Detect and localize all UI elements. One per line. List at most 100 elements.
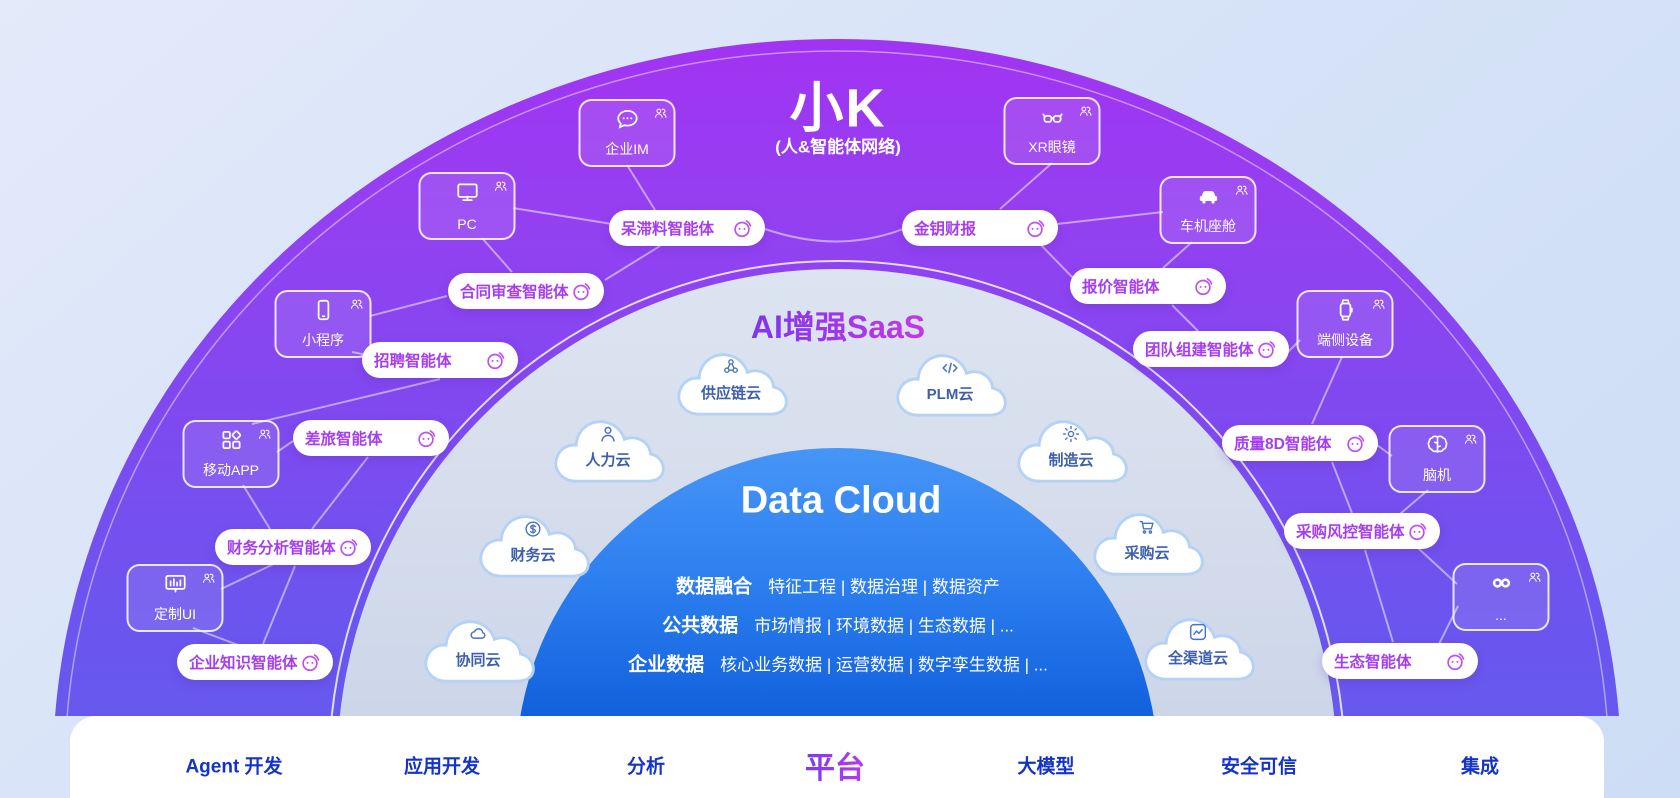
device-card-car-cockpit: 车机座舱 bbox=[1159, 176, 1257, 244]
agent-pill-stale-material: 呆滞料智能体 bbox=[609, 210, 765, 246]
platform-bar: Agent 开发 应用开发 分析 平台 大模型 安全可信 集成 bbox=[70, 716, 1604, 798]
agent-pill-business-travel: 差旅智能体 bbox=[293, 420, 449, 456]
people-icon bbox=[493, 178, 509, 194]
agent-label: 团队组建智能体 bbox=[1145, 342, 1254, 359]
phone-icon bbox=[310, 297, 336, 323]
agent-label: 呆滞料智能体 bbox=[621, 221, 715, 238]
device-card-xr-glasses: XR眼镜 bbox=[1003, 97, 1101, 165]
people-icon bbox=[349, 296, 365, 312]
agent-smiley-icon bbox=[1255, 338, 1277, 360]
platform-item-agent-dev: Agent 开发 bbox=[185, 756, 283, 778]
agent-pill-enterprise-knowledge: 企业知识智能体 bbox=[177, 644, 333, 680]
agent-pill-golden-key-report: 金钥财报 bbox=[902, 210, 1058, 246]
cloud-shape bbox=[424, 620, 535, 683]
agent-smiley-icon bbox=[415, 427, 437, 449]
data-row-label: 数据融合 bbox=[676, 576, 753, 598]
agent-label: 财务分析智能体 bbox=[227, 540, 336, 557]
code-icon bbox=[939, 357, 961, 379]
device-label: ... bbox=[1495, 607, 1507, 623]
platform-item-analytics: 分析 bbox=[626, 756, 666, 778]
cloud-label: 协同云 bbox=[455, 652, 501, 669]
device-card-mini-program: 小程序 bbox=[274, 290, 372, 358]
smartwatch-icon bbox=[1332, 297, 1358, 323]
data-row-label: 企业数据 bbox=[628, 654, 705, 676]
cloud-hr: 人力云 bbox=[550, 411, 666, 489]
people-icon bbox=[1234, 182, 1250, 198]
device-label: 车机座舱 bbox=[1180, 218, 1236, 234]
agent-smiley-icon bbox=[570, 280, 592, 302]
cloud-shape bbox=[677, 353, 788, 416]
platform-item-platform: 平台 bbox=[805, 743, 865, 787]
agent-label: 差旅智能体 bbox=[305, 431, 383, 448]
device-label: 移动APP bbox=[202, 462, 259, 478]
network-title: 小K bbox=[789, 78, 887, 139]
person-icon bbox=[597, 423, 619, 445]
agent-label: 招聘智能体 bbox=[374, 353, 452, 370]
agent-label: 质量8D智能体 bbox=[1234, 436, 1332, 453]
cloud-shape bbox=[1017, 420, 1128, 483]
agent-smiley-icon bbox=[1444, 650, 1466, 672]
agent-pill-contract-review: 合同审查智能体 bbox=[448, 273, 604, 309]
cloud-label: 全渠道云 bbox=[1167, 650, 1228, 667]
cloud-shape bbox=[1093, 513, 1204, 576]
brain-icon bbox=[1424, 432, 1450, 458]
data-row-enterprise: 企业数据核心业务数据 | 运营数据 | 数字孪生数据 | ... bbox=[628, 650, 1048, 677]
data-row-label: 公共数据 bbox=[662, 615, 739, 637]
agent-pill-team-building: 团队组建智能体 bbox=[1133, 331, 1289, 367]
chat-icon bbox=[614, 106, 640, 132]
cloud-plm: PLM云 bbox=[892, 345, 1008, 423]
agent-pill-quality-8d: 质量8D智能体 bbox=[1222, 425, 1378, 461]
device-card-brain-computer: 脑机 bbox=[1388, 425, 1486, 493]
cloud-shape bbox=[896, 354, 1007, 417]
cloud-label: 供应链云 bbox=[700, 385, 761, 402]
arch-area: 小K (人&智能体网络) AI增强SaaS Data Cloud 数据融合特征工… bbox=[0, 0, 1680, 716]
agent-smiley-icon bbox=[1192, 275, 1214, 297]
people-icon bbox=[1371, 296, 1387, 312]
bar-chart-icon bbox=[162, 571, 188, 597]
device-label: 端侧设备 bbox=[1317, 332, 1373, 348]
agent-pill-financial-analysis: 财务分析智能体 bbox=[215, 529, 371, 565]
data-row-items: 特征工程 | 数据治理 | 数据资产 bbox=[768, 577, 1000, 597]
saas-ring-title: AI增强SaaS bbox=[751, 302, 925, 348]
people-icon bbox=[257, 426, 273, 442]
agent-smiley-icon bbox=[1406, 520, 1428, 542]
device-card-more: ... bbox=[1452, 563, 1550, 631]
agent-smiley-icon bbox=[484, 349, 506, 371]
gear-icon bbox=[1060, 423, 1082, 445]
agent-label: 企业知识智能体 bbox=[189, 655, 298, 672]
trend-chart-icon bbox=[1187, 621, 1209, 643]
monitor-icon bbox=[454, 179, 480, 205]
cloud-shape bbox=[554, 420, 665, 483]
agent-label: 采购风控智能体 bbox=[1296, 524, 1405, 541]
network-nodes-icon bbox=[720, 356, 742, 378]
data-row-items: 核心业务数据 | 运营数据 | 数字孪生数据 | ... bbox=[720, 655, 1048, 675]
device-card-edge-device: 端侧设备 bbox=[1296, 290, 1394, 358]
agent-label: 金钥财报 bbox=[914, 221, 977, 238]
cloud-supply-chain: 供应链云 bbox=[673, 344, 789, 422]
connector-lines bbox=[0, 0, 1680, 716]
device-label: PC bbox=[457, 216, 477, 232]
cloud-collaboration: 协同云 bbox=[420, 611, 536, 689]
platform-item-integration: 集成 bbox=[1460, 756, 1500, 778]
data-cloud-title: Data Cloud bbox=[740, 479, 942, 522]
agent-pill-recruiting: 招聘智能体 bbox=[362, 342, 518, 378]
agent-smiley-icon bbox=[1344, 432, 1366, 454]
device-label: 小程序 bbox=[302, 332, 344, 348]
cloud-label: 制造云 bbox=[1048, 452, 1094, 469]
cloud-icon bbox=[467, 623, 489, 645]
platform-item-large-model: 大模型 bbox=[1017, 756, 1075, 778]
people-icon bbox=[653, 105, 669, 121]
cloud-label: 采购云 bbox=[1124, 545, 1170, 562]
agent-smiley-icon bbox=[337, 536, 359, 558]
data-row-public: 公共数据市场情报 | 环境数据 | 生态数据 | ... bbox=[662, 611, 1014, 638]
agent-pill-procurement-risk: 采购风控智能体 bbox=[1284, 513, 1440, 549]
cloud-shape bbox=[1144, 618, 1255, 681]
device-card-pc: PC bbox=[418, 172, 516, 240]
device-label: 定制UI bbox=[154, 606, 196, 622]
cloud-label: 人力云 bbox=[585, 452, 631, 469]
people-icon bbox=[1078, 103, 1094, 119]
device-label: 脑机 bbox=[1423, 467, 1451, 483]
dollar-icon bbox=[522, 518, 544, 540]
cloud-label: 财务云 bbox=[510, 547, 556, 564]
